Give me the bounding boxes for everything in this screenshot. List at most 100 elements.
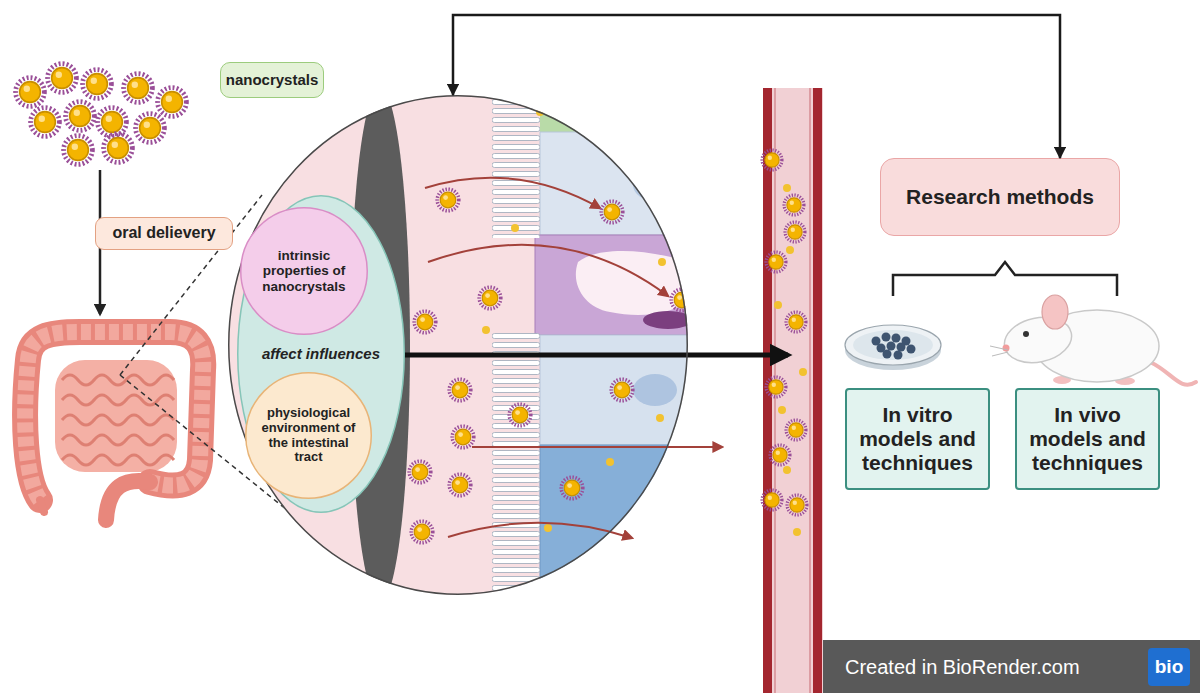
nanocrystal xyxy=(601,201,623,223)
method-box: In vivo models and techniques xyxy=(1015,388,1160,490)
delivery-box: oral delievery xyxy=(95,217,233,250)
intestine-fold xyxy=(62,375,174,385)
logo-text: bio xyxy=(1148,648,1190,686)
intestine-fold xyxy=(62,455,174,465)
petri-dish xyxy=(845,325,941,370)
nanocrystal-cluster xyxy=(16,64,187,165)
dish-rim xyxy=(845,325,941,365)
nanocrystal xyxy=(437,189,459,211)
drug-molecule xyxy=(778,406,786,414)
nanocrystal xyxy=(98,108,127,137)
mouse-tail xyxy=(1150,362,1196,385)
drug-molecule xyxy=(786,246,794,254)
bracket xyxy=(893,262,1117,296)
node-shape xyxy=(238,196,405,513)
node-shape xyxy=(241,208,368,335)
node-label: oral delievery xyxy=(96,218,232,249)
nanocrystal xyxy=(414,311,436,333)
node-label: nanocrystals xyxy=(220,62,324,98)
nanocrystal xyxy=(48,64,77,93)
node-label: affect influences xyxy=(237,341,405,367)
zoom-circle: nanocrystalsaffect influencesintrinsic p… xyxy=(228,95,688,595)
nanocrystal xyxy=(66,102,95,131)
drug-molecule xyxy=(774,301,782,309)
method-box: Research methods xyxy=(880,158,1120,236)
nanocrystal xyxy=(636,523,658,545)
nanocrystal xyxy=(411,521,433,543)
nucleus xyxy=(633,169,677,201)
epithelial-cell xyxy=(540,132,690,235)
mouse-eye xyxy=(1023,331,1029,337)
intestine-fold xyxy=(62,415,174,425)
nanocrystal xyxy=(31,108,60,137)
cell xyxy=(883,350,892,359)
zoom-nanocrystals xyxy=(409,189,693,545)
cell xyxy=(907,345,916,354)
nanocrystal xyxy=(611,379,633,401)
nanocrystal xyxy=(449,474,471,496)
whisker xyxy=(990,346,1008,350)
nanocrystal xyxy=(766,377,786,397)
mouse-icon xyxy=(990,295,1196,385)
cell xyxy=(892,334,901,343)
transport-arrow xyxy=(428,245,668,296)
nucleus xyxy=(633,374,677,406)
transport-arrow xyxy=(472,446,722,448)
nanocrystal xyxy=(786,312,806,332)
mouse-nose xyxy=(1003,345,1010,352)
cell xyxy=(894,351,903,360)
nanocrystal xyxy=(509,404,531,426)
whisker xyxy=(992,352,1008,356)
factor-circle: intrinsic properties of nanocrystals xyxy=(240,207,368,335)
nanocrystal xyxy=(786,420,806,440)
small-intestine xyxy=(55,360,177,472)
mouse-ear xyxy=(1042,295,1068,329)
nanocrystal xyxy=(479,287,501,309)
nanocrystal xyxy=(64,136,93,165)
factor-ellipse: affect influences intrinsic properties of… xyxy=(237,195,405,513)
watermark-bar xyxy=(823,640,1200,693)
node-label: In vitro models and techniques xyxy=(847,390,988,488)
cell xyxy=(882,333,891,342)
nanocrystal xyxy=(16,78,45,107)
nanocrystal xyxy=(449,379,471,401)
zoom-view xyxy=(228,87,693,605)
nanocrystal xyxy=(770,445,790,465)
absorption-arrow xyxy=(403,353,788,358)
microvilli xyxy=(492,98,540,238)
transport-arrow xyxy=(448,523,632,538)
node-label: In vivo models and techniques xyxy=(1017,390,1158,488)
factor-circle: physiological environment of the intesti… xyxy=(245,372,372,499)
blood-vessel xyxy=(762,88,823,693)
intestine-icon xyxy=(25,332,203,520)
drug-molecule xyxy=(656,414,664,422)
drug-molecule xyxy=(793,528,801,536)
nanocrystal xyxy=(762,490,782,510)
nanocrystal xyxy=(83,70,112,99)
watermark-text: Created in BioRender.com xyxy=(845,650,1140,684)
drug-molecule xyxy=(606,458,614,466)
nanocrystal xyxy=(104,134,133,163)
vessel-lumen xyxy=(763,88,823,693)
drug-molecule xyxy=(783,466,791,474)
nanocrystal xyxy=(785,222,805,242)
dish-floor xyxy=(853,330,933,360)
vessel-wall xyxy=(813,88,822,693)
drug-molecule xyxy=(544,524,552,532)
nanocrystal xyxy=(787,495,807,515)
nanocrystal xyxy=(784,195,804,215)
node-shape xyxy=(246,373,372,499)
cell xyxy=(887,342,896,351)
nanocrystal xyxy=(158,88,187,117)
epithelial-cell xyxy=(540,90,690,132)
nanocrystal xyxy=(124,74,153,103)
nanocrystal xyxy=(452,426,474,448)
drug-molecule xyxy=(511,224,519,232)
vessel-lining xyxy=(810,88,811,693)
node-label: intrinsic properties of nanocrystals xyxy=(240,207,368,335)
large-intestine xyxy=(25,332,203,500)
